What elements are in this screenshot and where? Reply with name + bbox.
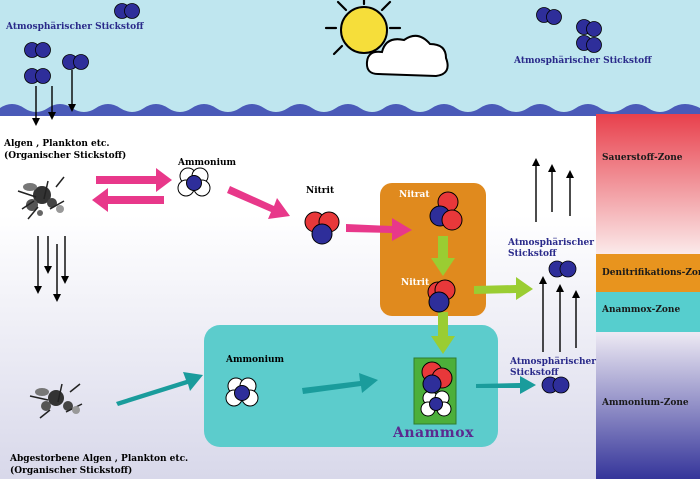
nitrate-label: Nitrat: [399, 190, 430, 200]
n2-molecule-icon: [62, 54, 89, 70]
algae-label-line2: (Organischer Stickstoff): [4, 151, 127, 161]
arrow-anammox-to-n2: [476, 376, 536, 394]
no3-molecule-icon: [429, 191, 463, 231]
arrow-nitrite-to-n2: [474, 277, 533, 300]
no2-molecule-icon: [421, 361, 453, 394]
n2-molecule-icon: [114, 3, 140, 19]
anammox-title: Anammox: [393, 425, 474, 441]
plankton-icon: [17, 176, 65, 220]
water-surface-wave: [0, 104, 700, 116]
n2-escape-arrows-lower: [539, 276, 580, 352]
arrow-ammonium-to-anammox: [302, 373, 378, 394]
sinking-arrows: [34, 236, 69, 302]
n2-molecule-icon: [576, 35, 602, 53]
dead-algae-label-line2: (Organischer Stickstoff): [10, 466, 133, 476]
n2-molecule-icon: [536, 7, 562, 25]
zone-sauerstoff: [596, 114, 700, 254]
plankton-icon: [29, 383, 83, 419]
sun-icon: [324, 0, 402, 56]
n2-fixation-arrows: [32, 70, 76, 126]
arrow-dead-algae-to-ammonium: [116, 372, 203, 406]
no2-molecule-icon: [304, 211, 340, 245]
atm-n2-label-mid-2: Stickstoff: [508, 249, 557, 259]
arrow-nitrite-to-anammox: [431, 312, 455, 354]
atm-n2-label-low-1: Atmosphärischer: [510, 357, 596, 367]
atm-n2-label-left: Atmosphärischer Stickstoff: [6, 22, 144, 32]
zone-label-sauerstoff: Sauerstoff-Zone: [602, 153, 683, 163]
dead-algae-label-line1: Abgestorbene Algen , Plankton etc.: [10, 454, 189, 464]
nitrification-arrows: [92, 168, 412, 241]
arrow-algae-to-ammonium: [96, 168, 172, 192]
anammox-arrows: [116, 372, 536, 406]
atm-n2-label-mid-1: Atmosphärischer: [508, 238, 594, 248]
nitrite-label-box: Nitrit: [401, 278, 430, 288]
n2-molecule-icon: [541, 376, 570, 394]
zone-label-denitrifikation: Denitrifikations-Zone: [602, 268, 700, 278]
n2-molecule-icon: [24, 68, 51, 84]
nh4-molecule-icon: [420, 390, 452, 417]
zone-denitrifikation: [596, 254, 700, 292]
atm-n2-label-low-2: Stickstoff: [510, 368, 559, 378]
denitrification-arrows: [431, 236, 533, 354]
arrow-ammonium-to-algae: [92, 188, 164, 212]
zone-ammonium: [596, 332, 700, 479]
nh4-molecule-icon: [225, 377, 259, 407]
cloud-icon: [365, 34, 449, 78]
nh4-molecule-icon: [177, 167, 211, 197]
arrow-ammonium-to-nitrite: [227, 186, 290, 219]
ammonium-label-anammox: Ammonium: [226, 355, 285, 365]
algae-label-line1: Algen , Plankton etc.: [4, 139, 110, 149]
n2-molecule-icon: [24, 42, 51, 58]
ammonium-label-top: Ammonium: [178, 158, 237, 168]
arrow-nitrite-to-nitrate: [346, 218, 412, 241]
zone-label-ammonium: Ammonium-Zone: [602, 398, 689, 408]
atm-n2-label-right: Atmosphärischer Stickstoff: [514, 56, 652, 66]
zone-anammox: [596, 292, 700, 332]
arrow-nitrate-to-nitrite: [431, 236, 455, 276]
n2-molecule-icon: [576, 19, 602, 37]
no2-molecule-icon: [427, 279, 456, 313]
zone-label-anammox: Anammox-Zone: [602, 305, 681, 315]
n2-escape-arrows: [532, 158, 574, 222]
n2-molecule-icon: [548, 260, 577, 278]
nitrite-label-mid: Nitrit: [306, 186, 335, 196]
